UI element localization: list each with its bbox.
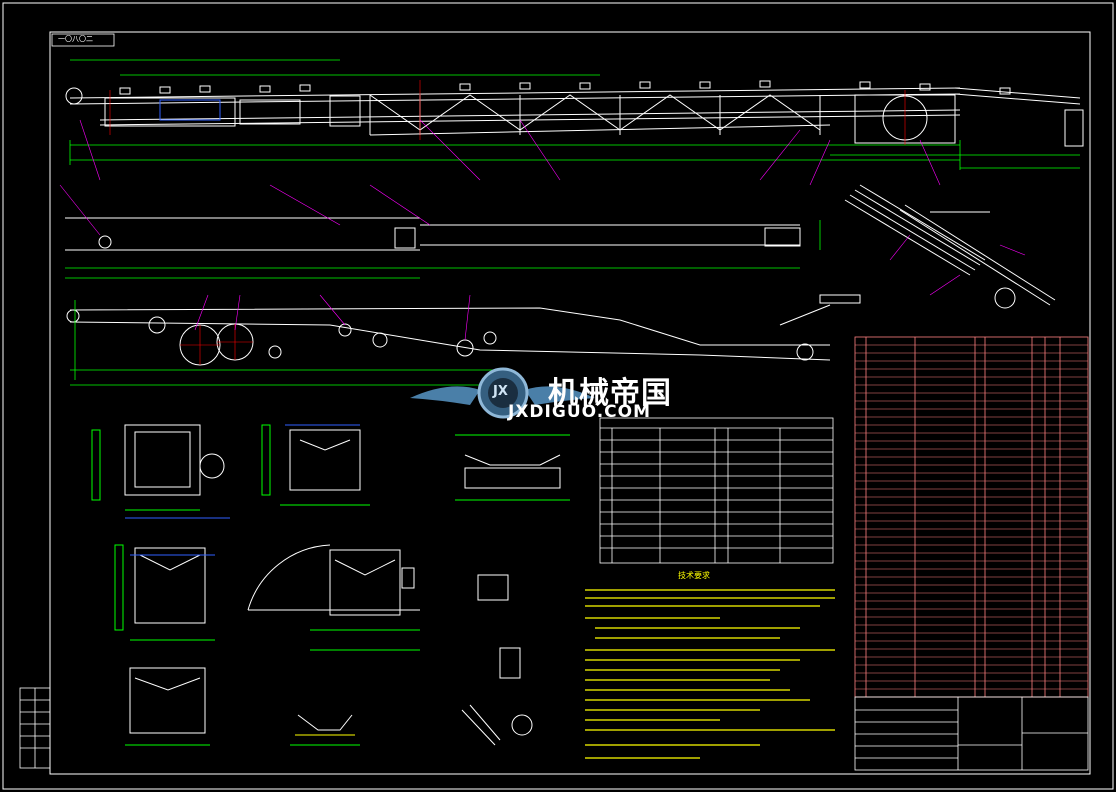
watermark-logo-text: 机械帝国 [548,376,672,411]
watermark-emblem [410,367,595,419]
watermark-url: JXDIGUO.COM [508,402,652,422]
section-view-2 [261,424,370,506]
conveyor-elevation-view [65,59,1084,186]
section-view-6 [125,667,210,746]
technical-notes-title: 技术要求 [678,571,710,580]
watermark-emblem-letters: JX [493,384,508,399]
left-margin-blocks [19,687,51,769]
chain-detail [779,294,861,326]
sheet-inner-frame [49,31,1091,775]
title-block [854,696,1089,771]
bom-rows [855,344,1088,690]
parameter-table [599,417,834,564]
section-view-5 [247,544,420,651]
section-view-1 [91,424,230,519]
sheet-tag: 一〇八〇二 [58,35,93,43]
small-bracket-details [461,574,533,746]
sheet-tag-box [51,33,115,47]
section-view-7 [290,714,360,746]
belt-routing-diagram [66,294,831,386]
section-view-4 [114,544,215,641]
section-view-3 [455,434,570,501]
inclined-section-detail [844,184,1056,309]
bom-table [854,336,1089,698]
conveyor-plan-view [59,184,821,279]
technical-notes [585,589,835,759]
